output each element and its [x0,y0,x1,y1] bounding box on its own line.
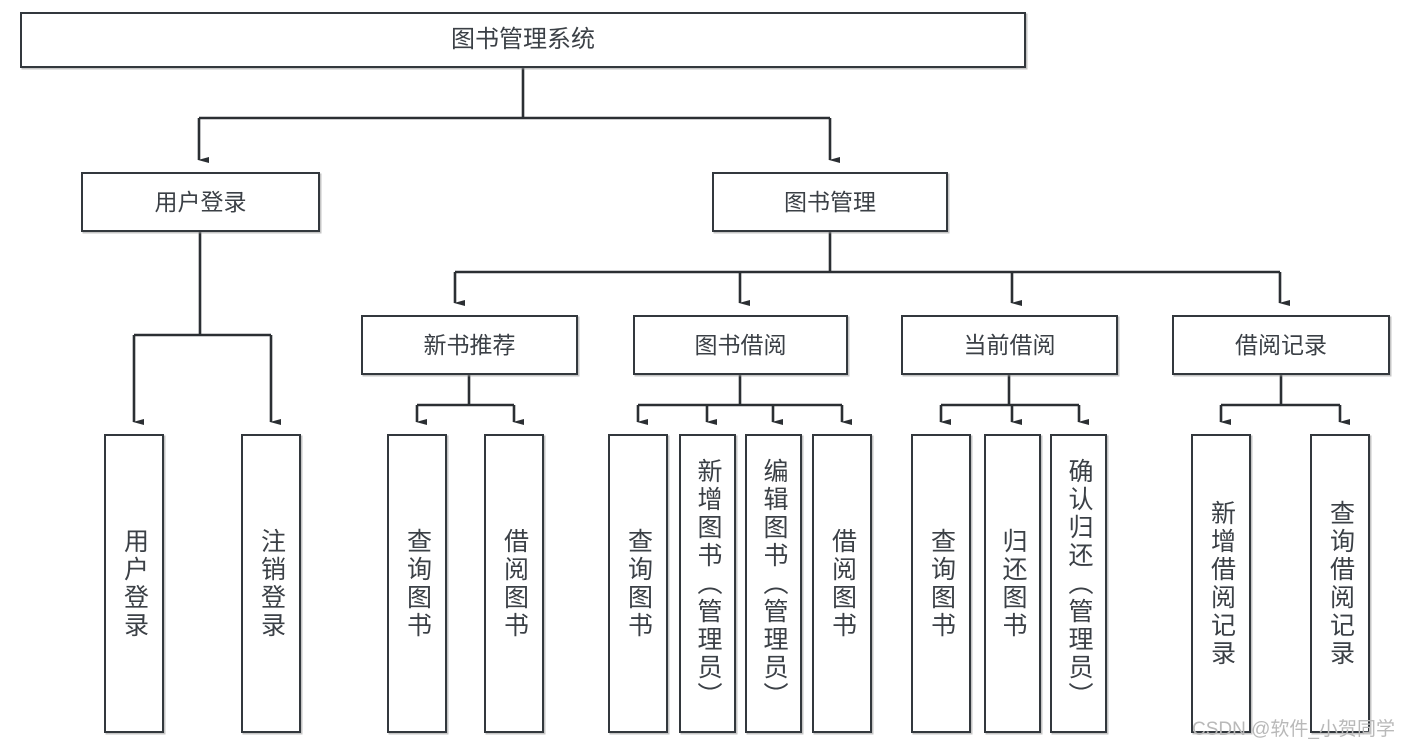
node-new-book-recommend-label: 新书推荐 [423,331,516,358]
watermark: CSDN @软件_小贺同学 [1192,719,1395,740]
node-leaf-query-book-1[interactable]: 查询图书 [387,434,447,733]
node-leaf-borrow-book-2[interactable]: 借阅图书 [812,434,872,733]
node-leaf-query-record-label: 查询借阅记录 [1326,499,1355,668]
node-leaf-query-record[interactable]: 查询借阅记录 [1310,434,1370,733]
node-book-borrow-label: 图书借阅 [694,331,787,358]
node-user-login[interactable]: 用户登录 [81,172,320,232]
node-borrow-record[interactable]: 借阅记录 [1172,315,1390,375]
node-leaf-add-record-label: 新增借阅记录 [1207,499,1236,668]
node-leaf-return-book-label: 归还图书 [999,527,1027,640]
node-leaf-query-book-2-label: 查询图书 [624,527,653,640]
node-leaf-confirm-return[interactable]: 确认归还（管理员） [1050,434,1107,733]
node-leaf-query-book-3-label: 查询图书 [927,527,956,640]
node-leaf-user-login-label: 用户登录 [120,527,149,640]
node-current-borrow-label: 当前借阅 [963,331,1056,358]
node-leaf-logout[interactable]: 注销登录 [241,434,301,733]
node-book-manage[interactable]: 图书管理 [712,172,948,232]
node-leaf-borrow-book-1-label: 借阅图书 [500,527,529,640]
node-borrow-record-label: 借阅记录 [1235,331,1327,358]
node-leaf-return-book[interactable]: 归还图书 [984,434,1041,733]
node-leaf-edit-book-label: 编辑图书（管理员） [760,457,788,710]
node-leaf-add-record[interactable]: 新增借阅记录 [1191,434,1251,733]
node-leaf-borrow-book-2-label: 借阅图书 [828,527,857,640]
node-root-label: 图书管理系统 [451,26,595,54]
node-leaf-user-login[interactable]: 用户登录 [104,434,164,733]
node-leaf-edit-book[interactable]: 编辑图书（管理员） [745,434,802,733]
node-leaf-add-book-label: 新增图书（管理员） [694,457,722,710]
node-leaf-query-book-1-label: 查询图书 [403,527,432,640]
node-root[interactable]: 图书管理系统 [20,12,1026,68]
node-user-login-label: 用户登录 [154,188,247,215]
node-leaf-borrow-book-1[interactable]: 借阅图书 [484,434,544,733]
node-leaf-add-book[interactable]: 新增图书（管理员） [679,434,736,733]
node-book-manage-label: 图书管理 [784,188,876,215]
node-current-borrow[interactable]: 当前借阅 [901,315,1118,375]
node-leaf-confirm-return-label: 确认归还（管理员） [1065,457,1093,710]
node-leaf-query-book-2[interactable]: 查询图书 [608,434,668,733]
node-leaf-query-book-3[interactable]: 查询图书 [911,434,971,733]
node-leaf-logout-label: 注销登录 [257,527,286,640]
node-book-borrow[interactable]: 图书借阅 [633,315,848,375]
node-new-book-recommend[interactable]: 新书推荐 [361,315,578,375]
